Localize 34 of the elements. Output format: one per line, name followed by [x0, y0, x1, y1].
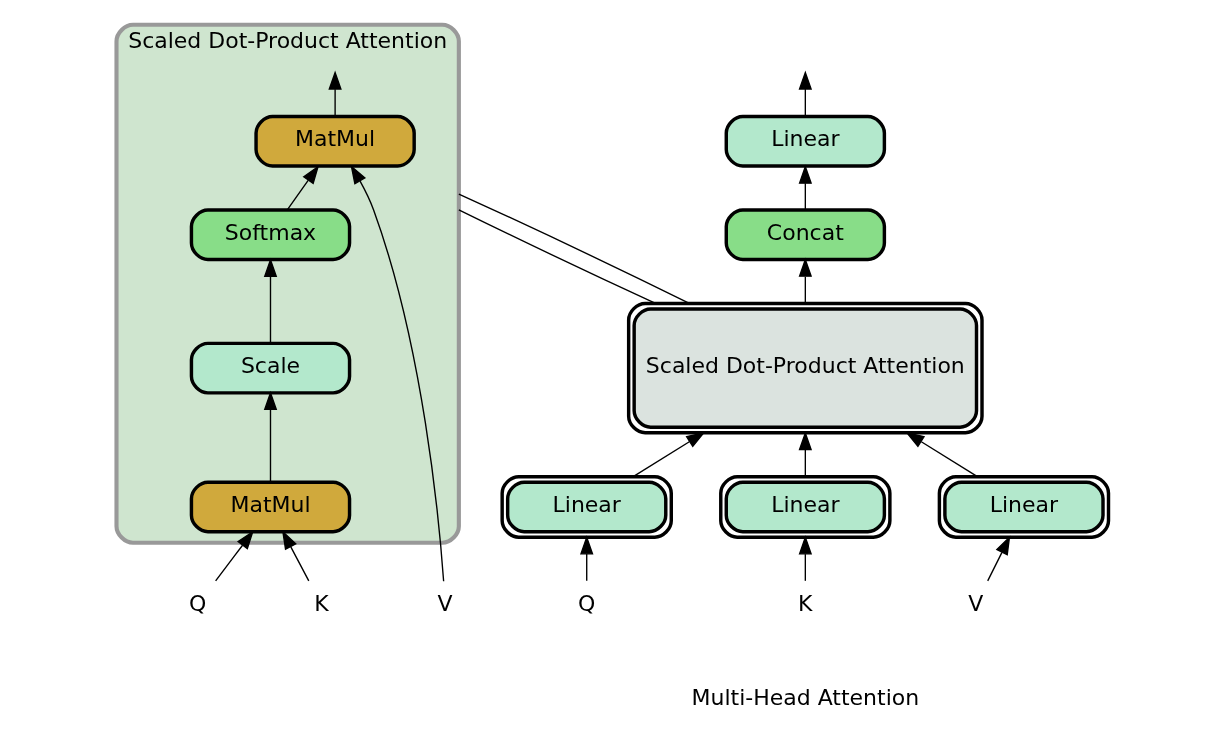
arrow [798, 431, 813, 477]
arrow [798, 257, 813, 305]
arrow [987, 535, 1011, 582]
arrow [214, 530, 254, 582]
node-text: V [437, 591, 453, 617]
arrow [580, 535, 594, 582]
arrow [281, 530, 310, 582]
node-box: Linear [937, 475, 1111, 539]
node-text: Q [188, 591, 207, 617]
arrow [328, 70, 342, 117]
node-box: Scale [189, 341, 352, 395]
label: Multi-Head Attention [691, 684, 920, 710]
node-box: Linear [719, 475, 892, 539]
arrow [632, 431, 706, 478]
node-box: Linear [500, 475, 673, 539]
node-box: Scaled Dot-Product Attention [626, 301, 984, 435]
arrow [905, 431, 978, 478]
arrow [798, 164, 813, 211]
arrow [798, 70, 813, 117]
node-box: MatMul [254, 114, 416, 168]
connector [458, 193, 691, 305]
arrow [798, 535, 813, 582]
arrow [350, 164, 445, 582]
node-text: K [798, 591, 813, 617]
connector [458, 209, 657, 305]
node-box: Linear [724, 114, 887, 168]
node-box: Softmax [189, 208, 352, 262]
node-text: Q [578, 591, 596, 617]
node-text: V [968, 591, 984, 617]
node-box: Concat [724, 208, 887, 262]
node-text: K [314, 591, 329, 617]
node-box: MatMul [189, 480, 352, 534]
arrow [286, 164, 320, 211]
arrow [263, 390, 278, 483]
